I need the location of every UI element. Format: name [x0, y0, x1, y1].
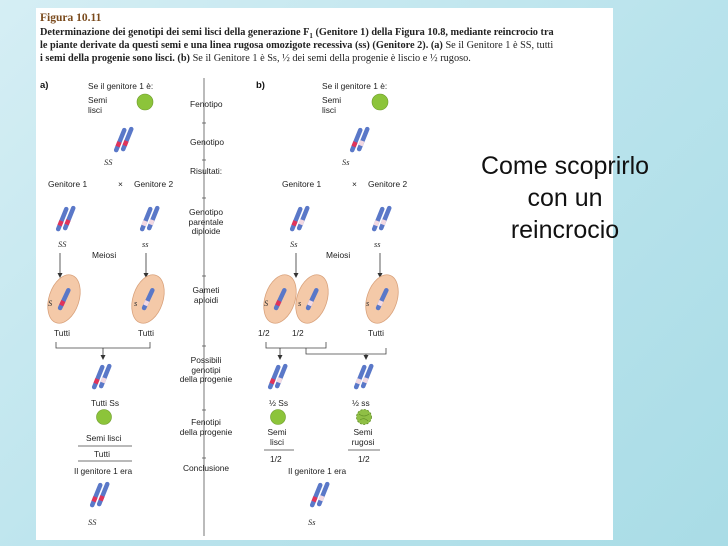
panel-a-seed-label: Semi lisci — [88, 95, 108, 115]
figure-title: Figura 10.11 — [40, 12, 102, 24]
panel-a-all-2: Tutti — [138, 328, 154, 338]
panel-b-phen-1: Semi lisci — [267, 427, 287, 447]
panel-a-arrow-3-head — [100, 355, 106, 360]
panel-b-progeny-2-chromosomes — [353, 363, 374, 390]
label-genotipo: Genotipo — [190, 137, 224, 147]
panel-b-half-1: 1/2 — [258, 328, 270, 338]
slide-title-line-1: Come scoprirlo — [480, 152, 650, 180]
label-risultati: Risultati: — [190, 166, 223, 176]
panel-b-arrow-2-head — [377, 273, 383, 278]
panel-a-phenotype-seed — [96, 409, 112, 425]
label-possibili: Possibili genotipi della progenie — [179, 355, 233, 384]
panel-b-if-parent: Se il genitore 1 è: — [322, 81, 388, 91]
panel-b-arrow-4-head — [363, 355, 369, 360]
panel-a-p2-chromosomes — [139, 205, 160, 232]
panel-b-gamete-3-shape-chromosome — [375, 288, 389, 311]
panel-b-phen-1-frac: 1/2 — [270, 454, 282, 464]
panel-a-parent2: Genitore 2 — [134, 179, 174, 189]
panel-a-if-parent: Se il genitore 1 è: — [88, 81, 154, 91]
panel-b-half-2: 1/2 — [292, 328, 304, 338]
caption-line-2: le piante derivate da questi semi e una … — [40, 40, 554, 51]
panel-a-arrow-1-head — [57, 273, 63, 278]
panel-a-gamete-2-shape-chromosome — [141, 288, 155, 311]
panel-b-was: Il genitore 1 era — [288, 466, 347, 476]
panel-b-p2-geno: ss — [374, 240, 381, 249]
panel-a-was-geno: SS — [88, 518, 97, 527]
panel-b-conclusion-chromosomes — [309, 481, 330, 508]
panel-b-p2-chromosomes — [371, 205, 392, 232]
panel-b-bracket-2 — [305, 348, 387, 355]
panel-b-gamete-2: s — [298, 299, 302, 308]
panel-b-phen-2: Semi rugosi — [351, 427, 375, 447]
panel-a-phen-all: Tutti — [94, 449, 110, 459]
panel-a-conclusion-chromosomes — [89, 481, 110, 508]
panel-b-genotype: Ss — [342, 158, 350, 167]
panel-b-seed-label: Semi lisci — [322, 95, 342, 115]
panel-a-p2-geno: ss — [142, 240, 149, 249]
panel-a-letter: a) — [40, 80, 49, 91]
panel-b-bracket-1 — [265, 342, 327, 349]
panel-a-progeny: Tutti Ss — [91, 398, 120, 408]
panel-b-wrinkle-lines — [358, 413, 370, 422]
panel-b-all-2: Tutti — [368, 328, 384, 338]
figure-panel: Figura 10.11 Determinazione dei genotipi… — [36, 8, 613, 540]
panel-b-arrow-3-head — [277, 355, 283, 360]
label-fenotipo: Fenotipo — [190, 99, 223, 109]
panel-b-p1-chromosomes — [289, 205, 310, 232]
panel-a-all-1: Tutti — [54, 328, 70, 338]
panel-b-parent1: Genitore 1 — [282, 179, 322, 189]
panel-b-was-geno: Ss — [308, 518, 316, 527]
panel-a-meiosis: Meiosi — [92, 250, 117, 260]
panel-a-parent1: Genitore 1 — [48, 179, 88, 189]
panel-b-cross: × — [352, 179, 357, 189]
panel-a-gamete-2: s — [134, 299, 138, 308]
panel-a-p1-chromosomes — [55, 205, 76, 232]
panel-b-prog-1: ½ Ss — [269, 398, 289, 408]
panel-b-progeny-1-chromosomes — [267, 363, 288, 390]
panel-b-seed-icon — [371, 93, 389, 111]
label-fenotipi: Fenotipi della progenie — [179, 417, 233, 437]
panel-a-seed-icon — [136, 93, 154, 111]
slide-title: Come scoprirlo con un reincrocio — [440, 150, 690, 246]
label-conclusione: Conclusione — [182, 463, 230, 473]
panel-a-genotype: SS — [104, 158, 113, 167]
panel-b-arrow-1-head — [293, 273, 299, 278]
panel-a-arrow-2-head — [143, 273, 149, 278]
panel-b-gamete-1: S — [264, 299, 269, 308]
label-gameti: Gameti aploidi — [192, 285, 220, 305]
slide-title-line-3: reincrocio — [510, 216, 620, 244]
caption-line-3: i semi della progenie sono lisci. (b) Se… — [40, 53, 471, 64]
panel-b-gamete-3: s — [366, 299, 370, 308]
panel-b-gamete-2-shape-chromosome — [305, 288, 319, 311]
panel-a-bracket-1 — [55, 342, 151, 349]
panel-b-parent2: Genitore 2 — [368, 179, 408, 189]
panel-b-meiosis: Meiosi — [326, 250, 351, 260]
panel-b-p1-geno: Ss — [290, 240, 298, 249]
label-genotipo-parentale: Genotipo parentale diploide — [188, 207, 224, 236]
panel-a-parent-chromosomes — [113, 126, 134, 153]
panel-b-phen-2-frac: 1/2 — [358, 454, 370, 464]
diagram-art — [47, 78, 399, 536]
panel-a-gamete-1: S — [48, 299, 53, 308]
panel-b-letter: b) — [256, 80, 265, 91]
panel-a-gamete-1-shape-chromosome — [57, 288, 71, 311]
panel-b-smooth-seed — [270, 409, 286, 425]
caption-line-1: Determinazione dei genotipi dei semi lis… — [40, 27, 554, 41]
panel-a-progeny-chromosomes — [91, 363, 112, 390]
panel-b-prog-2: ½ ss — [352, 398, 370, 408]
panel-a-was: Il genitore 1 era — [74, 466, 133, 476]
panel-a-p1-geno: SS — [58, 240, 67, 249]
slide-title-line-2: con un — [527, 184, 603, 212]
panel-b-gamete-1-shape-chromosome — [273, 288, 287, 311]
panel-a-cross: × — [118, 179, 123, 189]
panel-b-parent-chromosomes — [349, 126, 370, 153]
panel-a-phenotype: Semi lisci — [86, 433, 122, 443]
panel-b-wrinkled-seed — [356, 409, 372, 425]
